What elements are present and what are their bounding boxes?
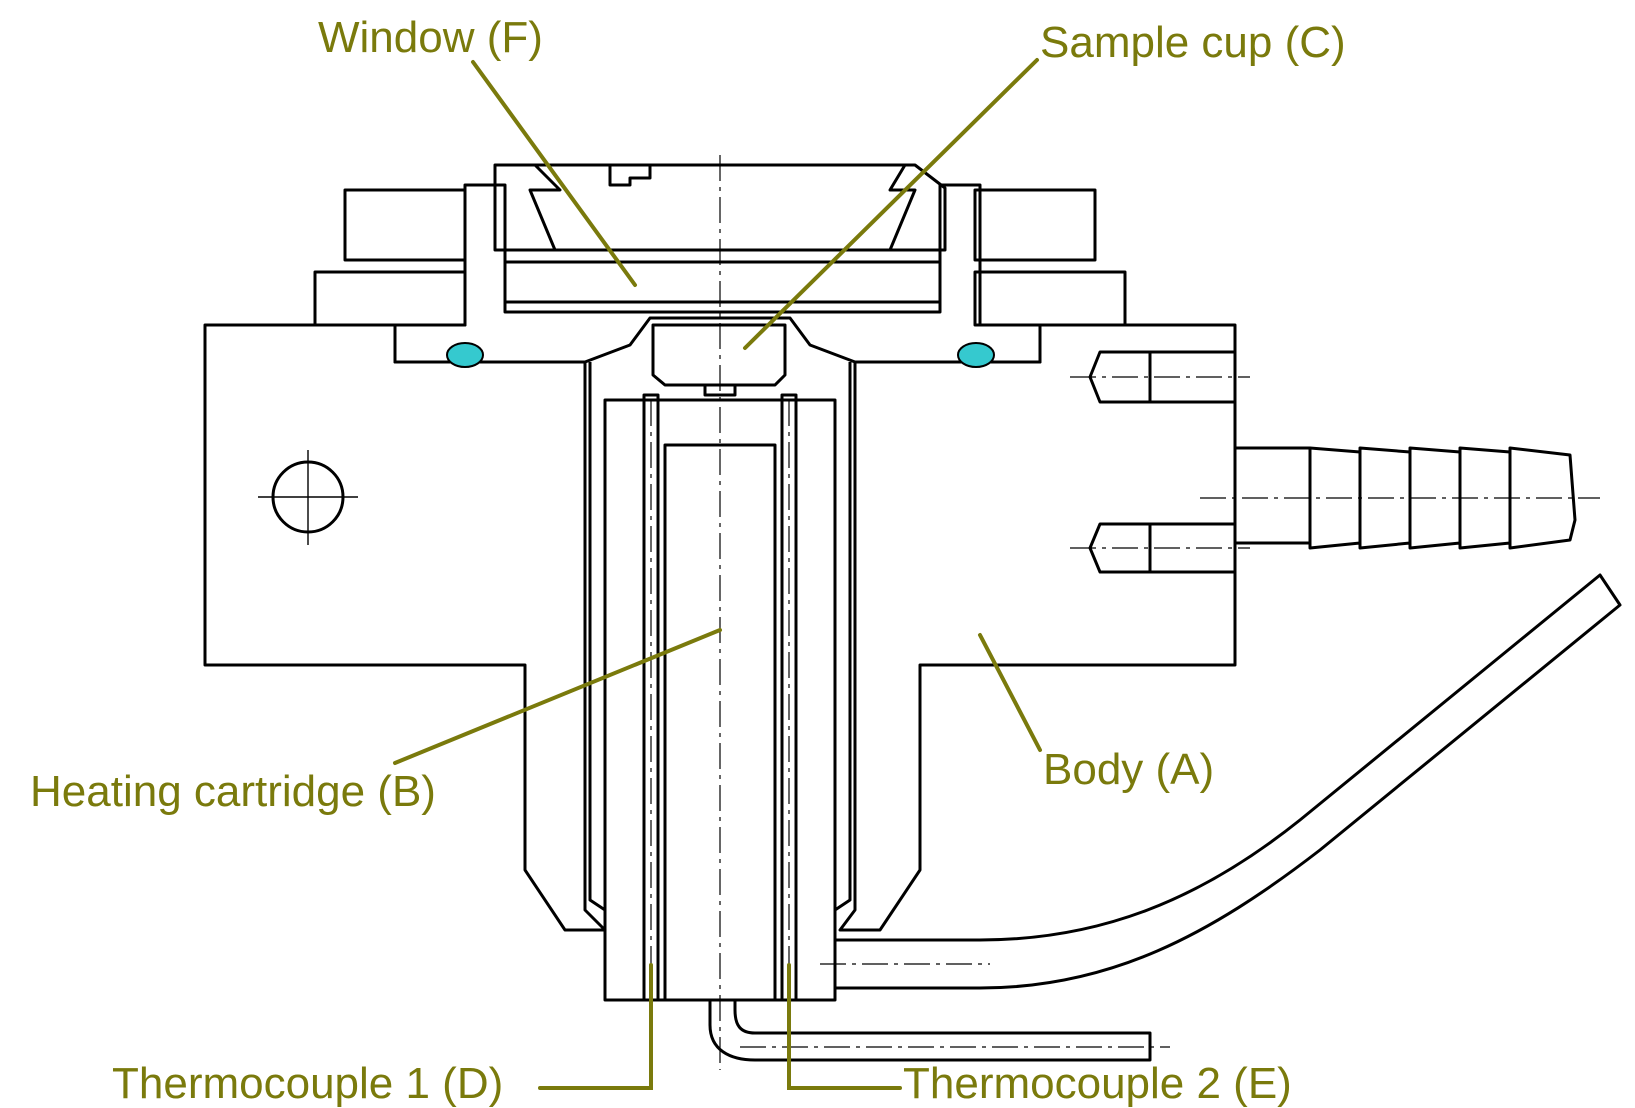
- o-ring-right: [957, 342, 995, 368]
- leader-body: [978, 633, 1042, 752]
- clamp-ring-left: [313, 270, 467, 327]
- label-heating-cartridge: Heating cartridge (B): [30, 767, 436, 816]
- label-window: Window (F): [318, 13, 543, 62]
- label-body: Body (A): [1043, 745, 1215, 794]
- thermocouple-tube: [708, 1000, 1152, 1062]
- sample-cup-part: [651, 323, 787, 397]
- hose-barb-fitting: [1200, 446, 1600, 550]
- label-thermocouple-2: Thermocouple 2 (E): [903, 1059, 1292, 1108]
- cartridge-sleeve: [603, 398, 837, 1002]
- label-thermocouple-1: Thermocouple 1 (D): [112, 1059, 504, 1108]
- bolt-head-left: [343, 188, 467, 262]
- leader-lines: [393, 58, 1042, 1090]
- window-holder: [313, 163, 1127, 368]
- window-cap: [493, 163, 947, 252]
- leader-heating-cartridge: [393, 628, 722, 765]
- body-inner-bore: [588, 362, 852, 912]
- body-part: [203, 323, 1250, 932]
- outlet-tube: [835, 573, 1622, 990]
- heating-cartridge-part: [603, 393, 837, 1002]
- bolt-head-right: [973, 188, 1097, 262]
- clamp-ring-right: [973, 270, 1127, 327]
- label-sample-cup: Sample cup (C): [1040, 18, 1346, 67]
- flange: [393, 183, 1042, 364]
- o-ring-left: [446, 342, 484, 368]
- tubes: [708, 573, 1622, 1062]
- leader-sample-cup: [743, 58, 1039, 350]
- leader-thermocouple-1: [538, 963, 653, 1090]
- window-disc: [503, 260, 942, 304]
- leader-thermocouple-2: [787, 963, 902, 1090]
- leader-window: [471, 60, 637, 287]
